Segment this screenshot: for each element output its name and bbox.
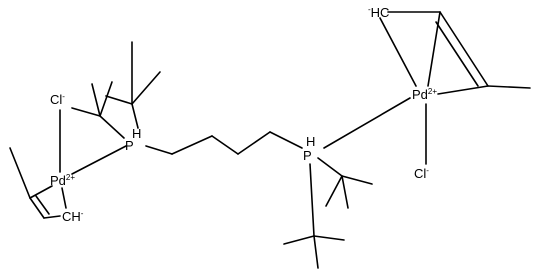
bond-tbu-b-methyl2 xyxy=(91,83,101,117)
bond-c3-c4 xyxy=(237,131,271,155)
bond-p-tbu-a-left xyxy=(131,103,139,129)
bond-tbu-d-methyl1 xyxy=(283,235,315,245)
bond-hc-pd-right xyxy=(379,17,417,87)
atom-ch-left: CH- xyxy=(62,209,84,224)
butane-linker xyxy=(145,131,303,155)
bond-c1-c2 xyxy=(171,135,213,155)
atom-p-right: P xyxy=(303,148,312,163)
right-phosphine-group: H P xyxy=(283,134,373,269)
bond-c2-pd-left xyxy=(29,185,53,199)
bond-c2-c3-right xyxy=(439,11,489,87)
bond-tbu-d-methyl2 xyxy=(313,235,345,241)
bond-tbu-c-methyl3 xyxy=(325,175,343,207)
left-palladium-allyl-group: Cl- Pd2+ CH- xyxy=(9,92,127,224)
bond-p-pd-right xyxy=(323,97,411,149)
bond-p-tbu-d-right xyxy=(309,163,315,237)
bond-tbu-d-methyl3 xyxy=(313,235,319,269)
left-phosphine-group: H P xyxy=(71,41,161,153)
bond-tbu-c-methyl1 xyxy=(341,175,373,185)
bond-pd-ch-left xyxy=(61,187,67,209)
bond-p-left-c1 xyxy=(145,145,173,155)
bond-c4-p-right xyxy=(269,131,303,149)
bond-p-tbu-c-right xyxy=(317,157,343,177)
atom-pd-right: Pd2+ xyxy=(412,87,437,102)
atom-p-left: P xyxy=(125,138,134,153)
atom-h-on-p-left: H xyxy=(132,126,141,141)
bond-p-tbu-b-left xyxy=(99,115,125,139)
bond-pd-p-left xyxy=(71,145,127,175)
bond-c2-c3-right-double xyxy=(435,21,479,87)
bond-tbu-b-methyl1 xyxy=(71,107,101,117)
bond-tbu-a-methyl1 xyxy=(105,95,133,105)
atom-cl-right: Cl- xyxy=(414,166,429,181)
bond-c3-ch-left xyxy=(43,215,61,219)
bond-c3-methyl-right xyxy=(487,85,531,89)
bond-c2-c3 xyxy=(211,135,239,155)
bond-methyl-c2-left xyxy=(9,147,31,199)
bond-tbu-c-methyl2 xyxy=(341,175,349,209)
atom-h-on-p-right: H xyxy=(306,134,315,149)
atom-pd-left: Pd2+ xyxy=(50,173,75,188)
atom-hc-right: -HC xyxy=(368,5,389,20)
bond-c2-pd-right xyxy=(427,11,441,87)
bond-c2-c3-left-double xyxy=(35,195,50,215)
right-palladium-allyl-group: -HC Pd2+ Cl- xyxy=(323,5,531,181)
bond-tbu-a-methyl3 xyxy=(131,71,161,105)
atom-cl-left: Cl- xyxy=(50,92,65,107)
bond-tbu-b-methyl3 xyxy=(99,81,113,117)
bond-c3-pd-right xyxy=(437,85,489,95)
bond-c2-c3-left xyxy=(29,197,45,219)
